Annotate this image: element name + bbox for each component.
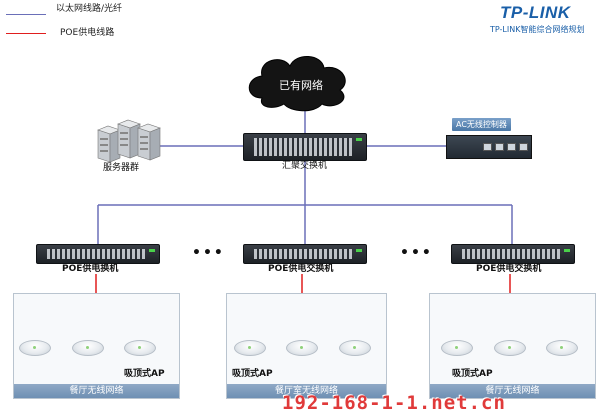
cloud-label: 已有网络 — [279, 79, 323, 92]
brand-subtitle: TP-LINK智能综合网络规划 — [490, 25, 585, 34]
ellipsis-1: ••• — [192, 245, 225, 261]
poe-switch-label-1: POE供电换机 — [62, 264, 119, 274]
server-cluster-label: 服务器群 — [103, 163, 140, 173]
ac-controller-label: AC无线控制器 — [452, 118, 511, 131]
area-label-2: 餐厅室无线网络 — [227, 384, 386, 398]
ceiling-ap-icon — [546, 340, 578, 356]
poe-switch-label-2: POE供电交换机 — [268, 264, 334, 274]
legend-poe-line — [6, 33, 46, 34]
ceiling-ap-icon — [494, 340, 526, 356]
aggregation-switch-label: 汇聚交换机 — [282, 161, 328, 171]
area-label-1: 餐厅无线网络 — [14, 384, 179, 398]
legend-ethernet-line — [6, 14, 46, 15]
poe-switch-label-3: POE供电交换机 — [476, 264, 542, 274]
ceiling-ap-icon — [72, 340, 104, 356]
legend-ethernet-label: 以太网线路/光纤 — [56, 4, 123, 14]
ap-label-2: 吸顶式AP — [232, 369, 273, 379]
legend-poe-label: POE供电线路 — [60, 28, 115, 38]
ceiling-ap-icon — [339, 340, 371, 356]
ceiling-ap-icon — [19, 340, 51, 356]
cloud-icon — [248, 56, 346, 112]
server-cluster-icon — [97, 119, 161, 163]
poe-switch-1 — [36, 244, 160, 264]
ceiling-ap-icon — [286, 340, 318, 356]
watermark: 192-168-1-1.net.cn — [282, 392, 506, 414]
ellipsis-2: ••• — [400, 245, 433, 261]
aggregation-switch — [243, 133, 367, 161]
ac-controller — [446, 135, 532, 159]
ceiling-ap-icon — [441, 340, 473, 356]
poe-switch-2 — [243, 244, 367, 264]
area-label-3: 餐厅无线网络 — [430, 384, 595, 398]
ceiling-ap-icon — [234, 340, 266, 356]
ap-label-1: 吸顶式AP — [124, 369, 165, 379]
brand-logo: TP-LINK — [500, 3, 571, 22]
ap-label-3: 吸顶式AP — [452, 369, 493, 379]
poe-switch-3 — [451, 244, 575, 264]
ceiling-ap-icon — [124, 340, 156, 356]
